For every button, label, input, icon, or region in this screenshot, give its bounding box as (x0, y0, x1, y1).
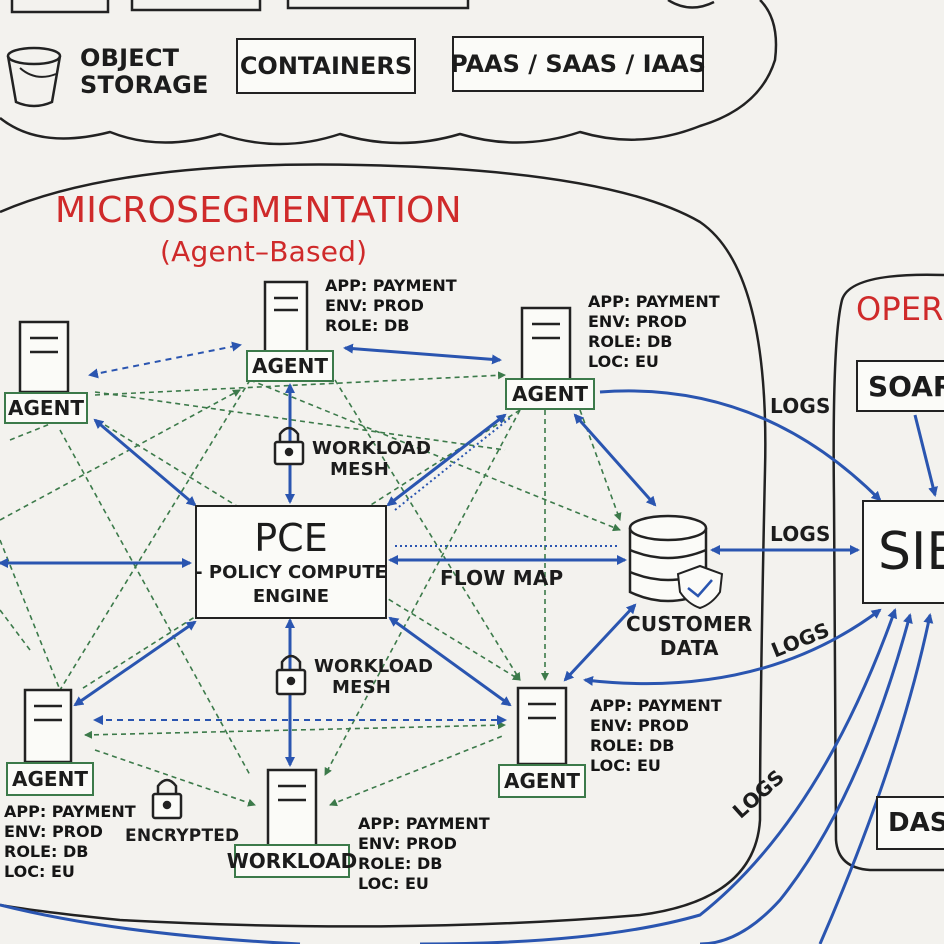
lock-icon-top (273, 426, 305, 466)
siem-box: SIE (862, 500, 944, 604)
operations-title: OPER (856, 290, 944, 328)
soar-box: SOAR (856, 360, 944, 412)
agent-box-bottom-left: AGENT (6, 762, 94, 796)
flow-map-label: FLOW MAP (440, 566, 564, 590)
agent-box-right: AGENT (505, 378, 595, 410)
tags-top: APP: PAYMENT ENV: PROD ROLE: DB (325, 276, 457, 335)
agent-box-bottom-right: AGENT (498, 764, 586, 798)
pce-line1: - POLICY COMPUTE (195, 562, 387, 583)
encrypted-label: ENCRYPTED (125, 826, 240, 846)
cloud-box-partial-1 (10, 0, 110, 14)
server-icon-workload (266, 768, 318, 848)
microsegmentation-title: MICROSEGMENTATION (55, 190, 462, 231)
customer-data-label: CUSTOMER DATA (626, 612, 753, 660)
server-icon-bottom-right (516, 686, 568, 766)
server-icon-bottom-left (23, 688, 73, 764)
pce-title: PCE (254, 516, 328, 560)
cloud-box-partial-4 (667, 0, 715, 9)
microsegmentation-boundary (0, 163, 767, 928)
cloud-box-partial-3 (286, 0, 470, 10)
workload-mesh-label-top: WORKLOAD MESH (312, 438, 432, 480)
pce-box: PCE - POLICY COMPUTE ENGINE (195, 505, 387, 619)
cloud-boundary (0, 0, 778, 146)
tags-bottom-right: APP: PAYMENT ENV: PROD ROLE: DB LOC: EU (590, 696, 722, 775)
pce-line2: ENGINE (252, 586, 330, 607)
bucket-icon (6, 46, 62, 108)
lock-icon-bottom (275, 654, 307, 696)
object-storage-label: OBJECT STORAGE (80, 44, 209, 99)
server-icon-top (263, 280, 309, 356)
tags-bottom-left: APP: PAYMENT ENV: PROD ROLE: DB LOC: EU (4, 802, 136, 881)
logs-label-2: LOGS (770, 522, 831, 546)
operations-boundary (832, 273, 944, 872)
logs-label-1: LOGS (770, 394, 831, 418)
lock-icon-encrypted (151, 778, 183, 820)
cloud-box-partial-2 (130, 0, 262, 12)
solid-blue-arrows (0, 343, 938, 944)
microsegmentation-subtitle: (Agent–Based) (160, 235, 368, 268)
dashed-blue-lines (88, 341, 507, 725)
paas-saas-iaas-box: PAAS / SAAS / IAAS (450, 36, 706, 92)
shield-icon (676, 564, 724, 610)
workload-box: WORKLOAD (227, 844, 357, 878)
workload-mesh-label-bottom: WORKLOAD MESH (314, 656, 434, 698)
tags-right: APP: PAYMENT ENV: PROD ROLE: DB LOC: EU (588, 292, 720, 371)
dash-box: DASH (876, 796, 944, 850)
containers-box: CONTAINERS (236, 38, 416, 94)
server-icon-left (18, 320, 70, 394)
agent-box-left: AGENT (4, 392, 88, 424)
server-icon-right (520, 306, 572, 382)
tags-workload: APP: PAYMENT ENV: PROD ROLE: DB LOC: EU (358, 814, 490, 893)
agent-box-top: AGENT (246, 350, 334, 382)
